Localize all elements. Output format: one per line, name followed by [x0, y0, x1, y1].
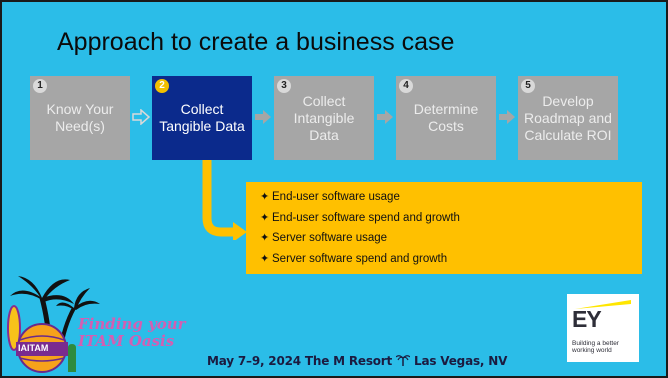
right-arrow-icon: [132, 109, 150, 125]
tagline-line-2: ITAM Oasis: [78, 332, 175, 350]
right-arrow-icon: [499, 110, 515, 124]
step-2: 2 Collect Tangible Data: [152, 76, 252, 160]
step-number-badge: 5: [521, 79, 535, 93]
step-label: Develop Roadmap and Calculate ROI: [524, 92, 612, 143]
palm-tree-icon: [396, 355, 411, 366]
step-label: Determine Costs: [413, 101, 479, 134]
list-item: ✦End-user software usage: [260, 187, 642, 208]
list-item-text: Server software spend and growth: [272, 252, 448, 265]
ey-wordmark: EY: [572, 306, 602, 332]
step-label: Collect Intangible Data: [293, 92, 355, 143]
details-list: ✦End-user software usage ✦End-user softw…: [260, 187, 642, 269]
step-number-badge: 2: [155, 79, 169, 93]
step-4: 4 Determine Costs: [396, 76, 496, 160]
bullet-icon: ✦: [260, 211, 270, 224]
step-label: Know Your Need(s): [46, 101, 114, 134]
step-number-badge: 4: [399, 79, 413, 93]
ey-tagline: Building a better working world: [572, 340, 619, 354]
iaitam-oasis-logo: [7, 276, 100, 373]
ey-beam-icon: [575, 300, 631, 309]
step-number-badge: 1: [33, 79, 47, 93]
list-item-text: End-user software usage: [272, 191, 400, 203]
list-item-text: Server software usage: [272, 232, 388, 244]
event-location: Las Vegas, NV: [414, 354, 508, 368]
tangible-data-details: ✦End-user software usage ✦End-user softw…: [246, 182, 642, 274]
list-item: ✦Server software usage: [260, 228, 642, 249]
right-arrow-icon: [255, 110, 271, 124]
event-dates-venue: May 7–9, 2024 The M Resort: [207, 354, 393, 368]
logo-tagline: Finding your ITAM Oasis: [78, 316, 186, 350]
bullet-icon: ✦: [260, 252, 270, 265]
bullet-icon: ✦: [260, 232, 270, 244]
step-number-badge: 3: [277, 79, 291, 93]
slide-title: Approach to create a business case: [57, 28, 455, 56]
step-1: 1 Know Your Need(s): [30, 76, 130, 160]
step-3: 3 Collect Intangible Data: [274, 76, 374, 160]
event-footer: May 7–9, 2024 The M Resort Las Vegas, NV: [207, 354, 507, 368]
list-item: ✦Server software spend and growth: [260, 249, 642, 270]
brand-text: IAITAM: [18, 343, 49, 353]
bent-arrow-icon: [202, 160, 247, 240]
bullet-icon: ✦: [260, 191, 270, 203]
tagline-line-1: Finding your: [78, 315, 186, 333]
step-5: 5 Develop Roadmap and Calculate ROI: [518, 76, 618, 160]
list-item: ✦End-user software spend and growth: [260, 208, 642, 229]
right-arrow-icon: [377, 110, 393, 124]
step-label: Collect Tangible Data: [159, 101, 245, 134]
ey-logo: EY Building a better working world: [567, 294, 639, 362]
list-item-text: End-user software spend and growth: [272, 211, 460, 224]
